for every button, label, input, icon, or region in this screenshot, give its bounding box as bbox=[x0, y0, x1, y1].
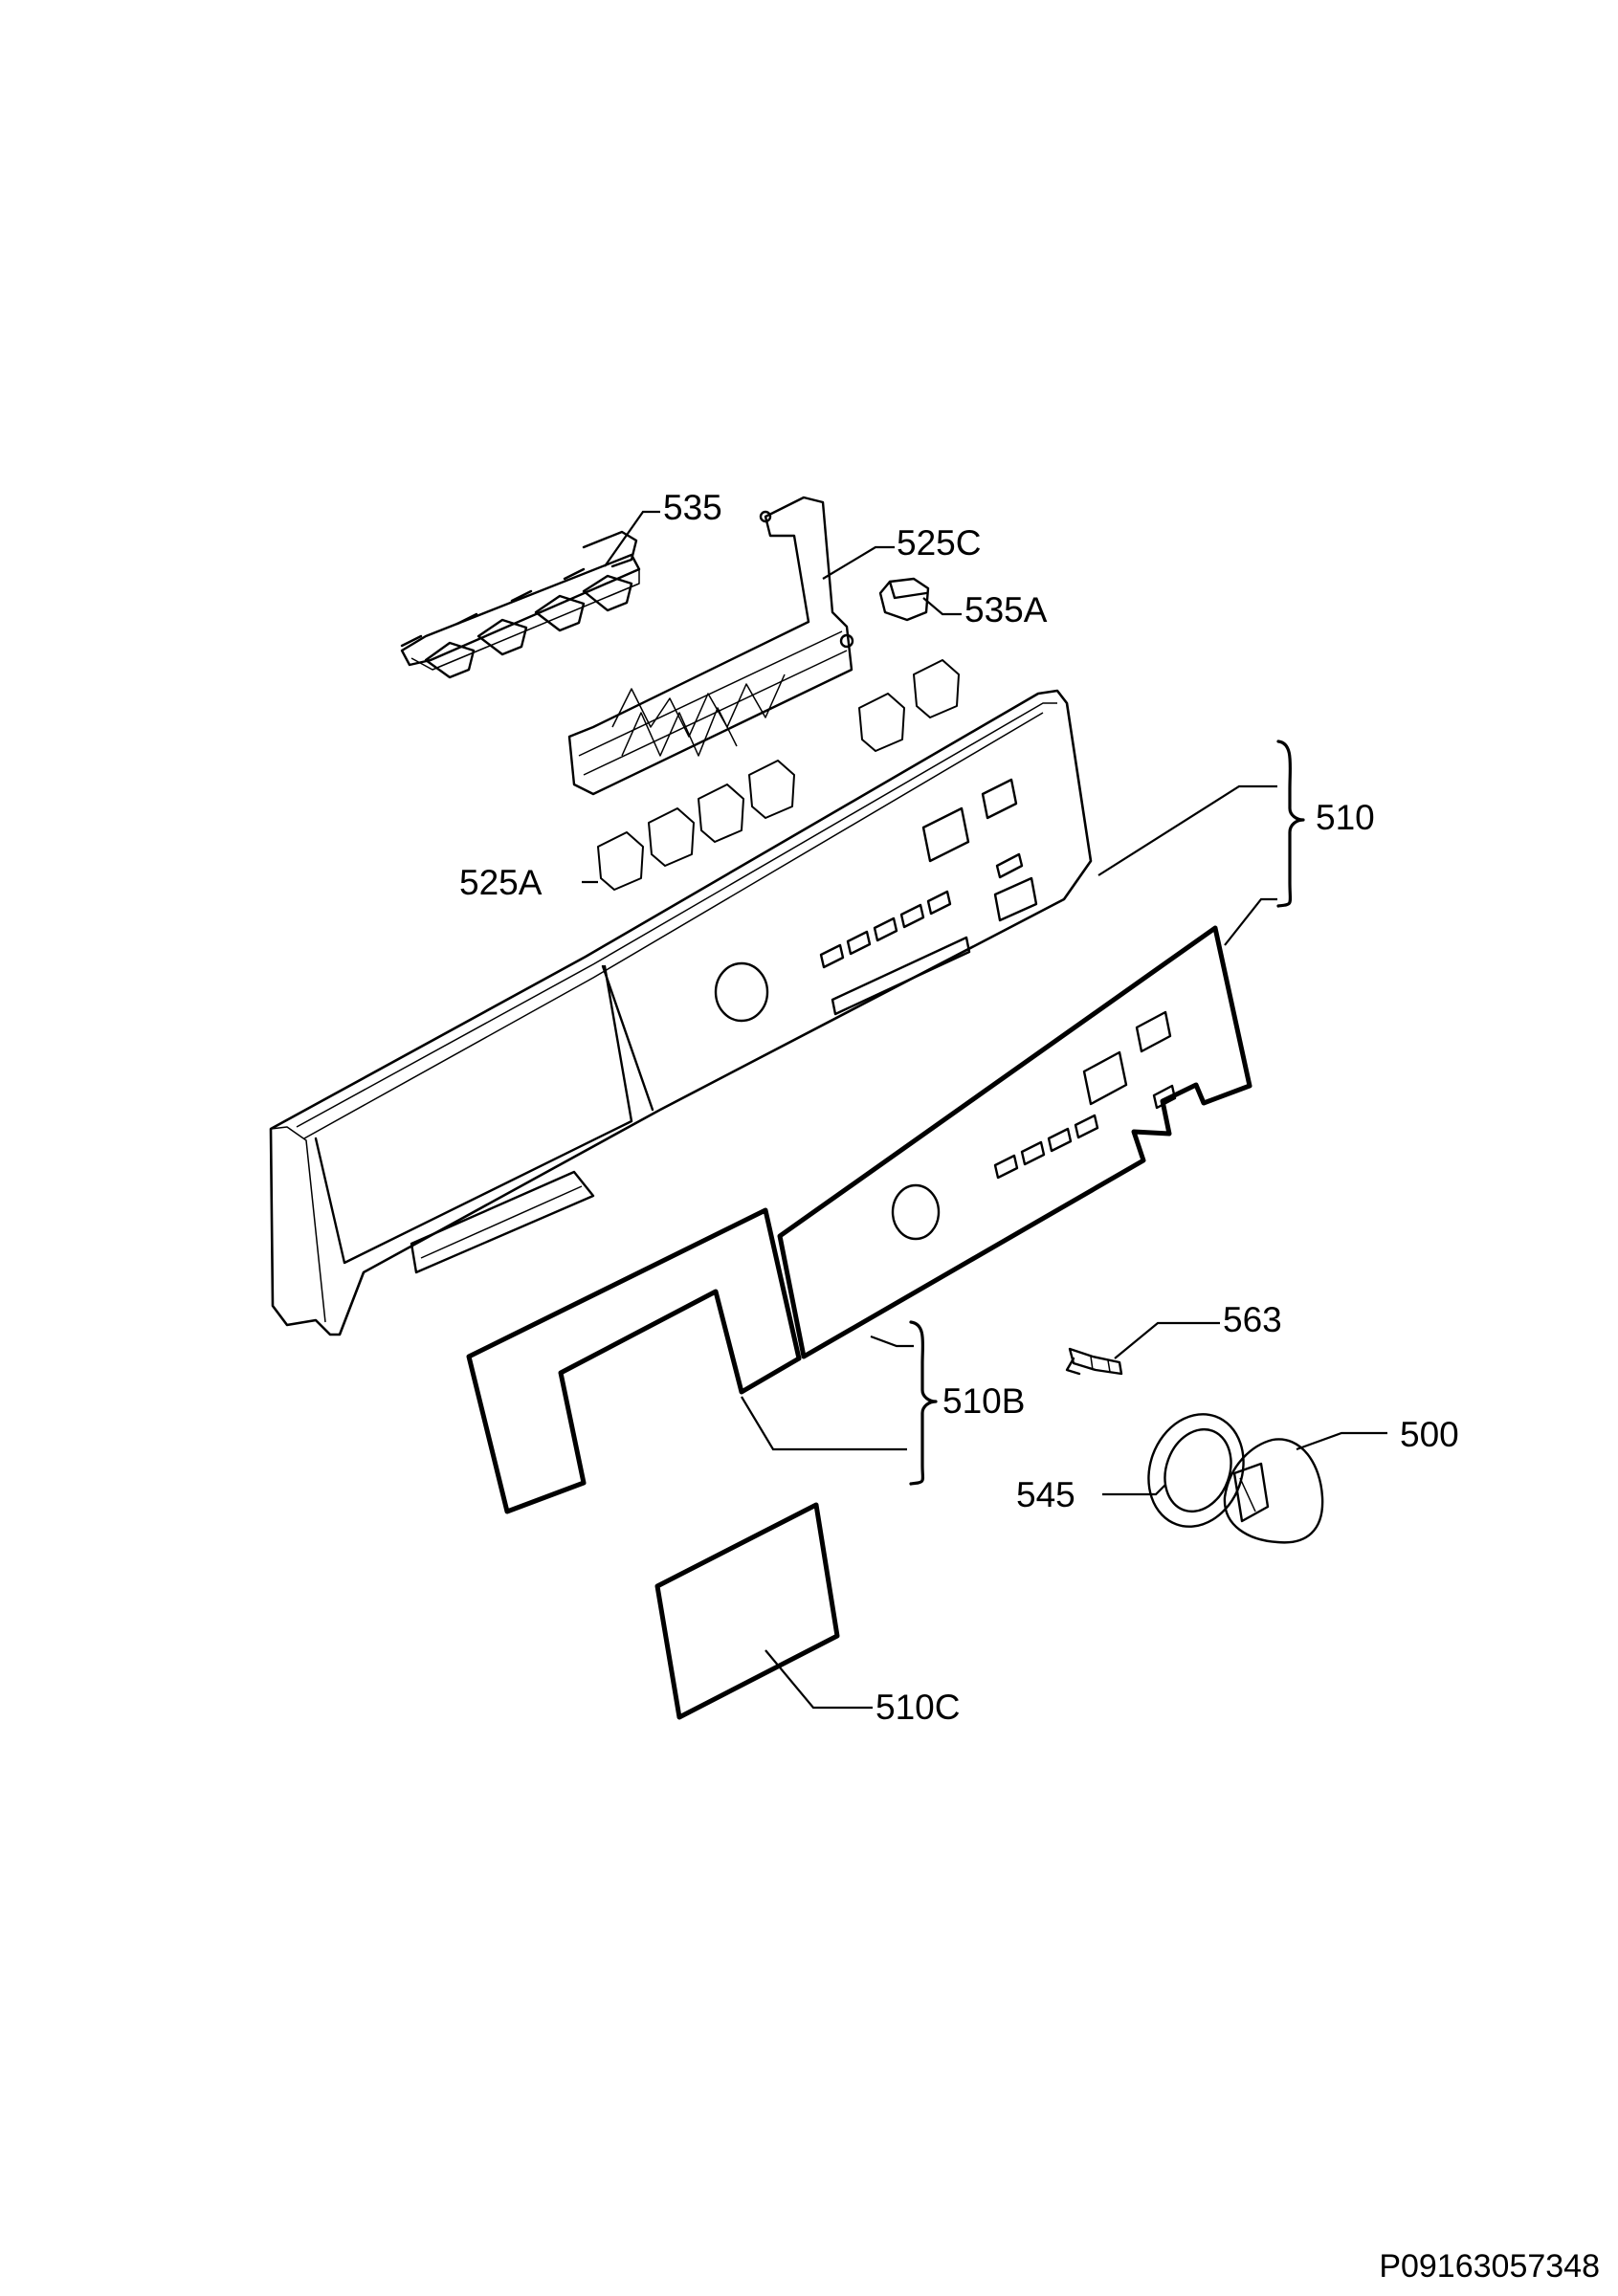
part-525a-push-buttons bbox=[597, 659, 960, 891]
leader-545 bbox=[1102, 1484, 1166, 1496]
brace-510b bbox=[909, 1320, 938, 1486]
drawing-code: P09163057348 bbox=[1379, 2248, 1600, 2285]
leader-535a bbox=[922, 597, 962, 616]
callout-510: 510 bbox=[1316, 798, 1375, 837]
part-535-actuator-strip bbox=[400, 530, 641, 679]
brace-510 bbox=[1276, 740, 1305, 908]
callout-535a: 535A bbox=[964, 590, 1048, 629]
part-500-selector-knob bbox=[1223, 1438, 1324, 1544]
callout-510c: 510C bbox=[875, 1688, 960, 1727]
callout-labels: 535 525C 535A 510 525A 563 510B 500 545 … bbox=[459, 488, 1459, 1727]
callout-510b: 510B bbox=[942, 1381, 1025, 1421]
leader-510b-bottom bbox=[741, 1396, 907, 1451]
leader-510c bbox=[765, 1649, 873, 1710]
callout-525a: 525A bbox=[459, 863, 543, 902]
callout-545: 545 bbox=[1016, 1475, 1075, 1514]
leader-510-top bbox=[1097, 784, 1277, 876]
grouping-braces bbox=[909, 740, 1305, 1486]
leader-510b-top bbox=[870, 1335, 914, 1348]
callout-525c: 525C bbox=[897, 523, 981, 563]
leader-525c bbox=[822, 545, 895, 580]
callout-535: 535 bbox=[663, 488, 722, 527]
callout-500: 500 bbox=[1400, 1415, 1459, 1454]
callout-563: 563 bbox=[1223, 1300, 1282, 1339]
part-525c-circuit-board bbox=[567, 496, 854, 796]
leader-535 bbox=[604, 510, 660, 567]
part-510c-label bbox=[654, 1502, 840, 1720]
part-510b-decal-panel bbox=[466, 925, 1252, 1514]
leader-500 bbox=[1296, 1431, 1387, 1451]
part-563-spring-pin bbox=[1065, 1347, 1123, 1376]
part-535a-actuator bbox=[878, 577, 930, 622]
leader-563 bbox=[1114, 1321, 1220, 1359]
part-510-control-panel bbox=[269, 689, 1093, 1336]
leader-lines bbox=[582, 510, 1387, 1710]
leader-510-bottom bbox=[1224, 897, 1277, 946]
